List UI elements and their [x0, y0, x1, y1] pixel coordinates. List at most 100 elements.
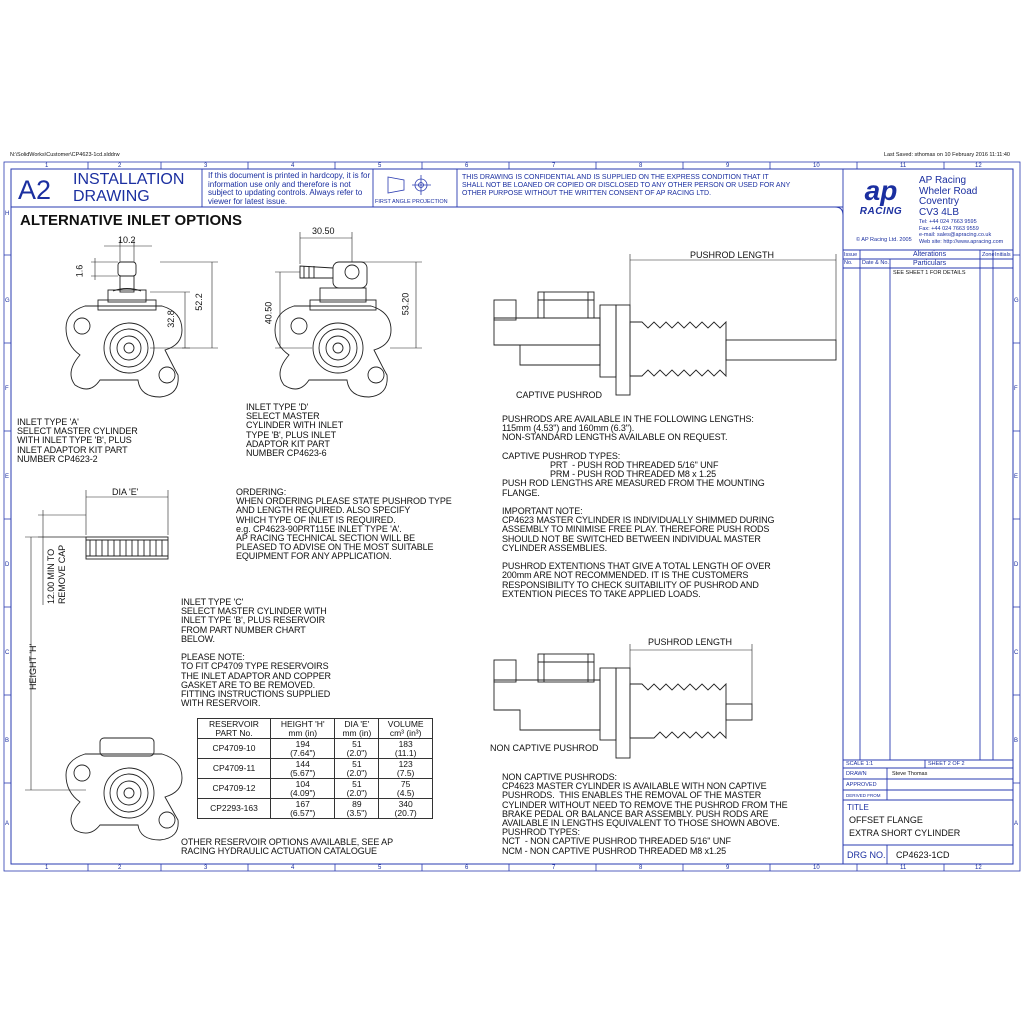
captive-cylinder [493, 291, 837, 396]
table-cell: 75 (4.5) [378, 778, 433, 799]
copyright: © AP Racing Ltd. 2005 [856, 237, 912, 243]
rev-initials: Initials [995, 252, 1011, 258]
grid-label: 9 [726, 163, 730, 169]
title-line2: DRAWING [73, 188, 150, 205]
table-cell: 123 (7.5) [378, 758, 433, 779]
table-cell: 51 (2.0") [334, 758, 380, 779]
company-address: AP Racing Wheler Road Coventry CV3 4LB [919, 175, 978, 218]
grid-label: 9 [726, 865, 730, 871]
grid-label: G [5, 298, 10, 304]
inlet-d-note: INLET TYPE 'D' SELECT MASTER CYLINDER WI… [246, 402, 344, 459]
grid-label: 8 [639, 865, 643, 871]
reservoir-cap [85, 536, 169, 560]
pushrod-length-noncaptive: PUSHROD LENGTH [648, 637, 733, 647]
grid-label: C [1014, 650, 1019, 656]
scale: SCALE 1:1 [846, 761, 874, 767]
drg-label: DRG NO. [847, 850, 886, 860]
table-row: CP4709-10 194 (7.64") 51 (2.0") 183 (11.… [197, 738, 433, 759]
sheet-no: SHEET 2 OF 2 [928, 761, 965, 767]
grid-label: 11 [900, 865, 907, 871]
pushrod-length-captive: PUSHROD LENGTH [690, 250, 775, 260]
rev-title: Alterations [913, 251, 947, 258]
drg-number: CP4623-1CD [896, 850, 950, 860]
inlet-c-note: INLET TYPE 'C' SELECT MASTER CYLINDER WI… [181, 597, 331, 709]
grid-label: B [1014, 738, 1019, 744]
pushrod-notes: PUSHRODS ARE AVAILABLE IN THE FOLLOWING … [502, 414, 775, 599]
grid-label: 4 [291, 163, 295, 169]
inlet-d-view [274, 261, 392, 398]
grid-label: F [1014, 386, 1018, 392]
grid-label: 1 [45, 163, 49, 169]
dim-a-width: 10.2 [118, 235, 136, 245]
approved-label: APPROVED [846, 782, 877, 788]
grid-label: D [5, 562, 10, 568]
captive-pushrod-label: CAPTIVE PUSHROD [516, 390, 603, 400]
dim-a-h2: 32.8 [165, 310, 176, 328]
dim-d-h2: 53.20 [400, 292, 411, 316]
grid-label: E [5, 474, 10, 480]
grid-label: 5 [378, 865, 382, 871]
rev-first-entry: SEE SHEET 1 FOR DETAILS [893, 270, 966, 276]
dim-min-remove: 12.00 MIN TO REMOVE CAP [46, 544, 67, 604]
table-header: RESERVOIR PART No. [197, 718, 271, 739]
grid-label: 4 [291, 865, 295, 871]
dim-dia-e: DIA 'E' [112, 487, 139, 497]
table-cell: 51 (2.0") [334, 738, 380, 759]
grid-label: 7 [552, 865, 556, 871]
grid-label: 3 [204, 865, 208, 871]
table-header: VOLUME cm³ (in³) [378, 718, 433, 739]
inlet-c-view [65, 737, 183, 841]
grid-label: 11 [900, 163, 907, 169]
dim-a-h1: 1.6 [74, 264, 85, 278]
grid-label: F [5, 386, 9, 392]
table-cell: 144 (5.67") [269, 758, 336, 779]
grid-label: 10 [813, 163, 820, 169]
table-cell: 104 (4.09") [269, 778, 336, 799]
company-contacts: Tel: +44 024 7663 9595 Fax: +44 024 7663… [919, 219, 1004, 245]
grid-label: A [1014, 821, 1019, 827]
table-cell: 340 (20.7) [378, 798, 433, 819]
table-row: CP2293-163 167 (6.57") 89 (3.5") 340 (20… [197, 798, 433, 819]
table-header: HEIGHT 'H' mm (in) [269, 718, 336, 739]
sheet-size: A2 [18, 175, 52, 205]
grid-label: E [1014, 474, 1019, 480]
drawn-value: Steve Thomas [892, 771, 928, 777]
table-cell: CP4709-11 [197, 758, 271, 779]
other-reservoir-note: OTHER RESERVOIR OPTIONS AVAILABLE, SEE A… [181, 837, 393, 857]
drawing-title-1: OFFSET FLANGE [849, 815, 923, 825]
grid-label: 8 [639, 163, 643, 169]
table-cell: CP4709-12 [197, 778, 271, 799]
noncaptive-pushrod-label: NON CAPTIVE PUSHROD [490, 743, 599, 753]
grid-label: 12 [975, 865, 982, 871]
confidential-notice: THIS DRAWING IS CONFIDENTIAL AND IS SUPP… [462, 174, 791, 197]
grid-label: G [1014, 298, 1019, 304]
table-row: CP4709-12 104 (4.09") 51 (2.0") 75 (4.5) [197, 778, 433, 799]
noncaptive-notes: NON CAPTIVE PUSHRODS: CP4623 MASTER CYLI… [502, 772, 788, 856]
rev-particulars: Particulars [913, 260, 947, 267]
grid-label: 2 [118, 163, 122, 169]
dim-d-h1: 40.50 [263, 301, 274, 325]
table-header: DIA 'E' mm (in) [334, 718, 380, 739]
hardcopy-notice: If this document is printed in hardcopy,… [208, 172, 371, 206]
grid-label: 3 [204, 163, 208, 169]
table-cell: 167 (6.57") [269, 798, 336, 819]
inlet-a-note: INLET TYPE 'A' SELECT MASTER CYLINDER WI… [17, 417, 138, 464]
title-line1: INSTALLATION [73, 171, 185, 188]
grid-label: 10 [813, 865, 820, 871]
rev-no: No. [844, 260, 853, 266]
ordering-note: ORDERING: WHEN ORDERING PLEASE STATE PUS… [236, 487, 452, 562]
reservoir-table: RESERVOIR PART No. HEIGHT 'H' mm (in) DI… [197, 718, 433, 819]
projection-label: FIRST ANGLE PROJECTION [375, 199, 448, 205]
file-path: N:\SolidWorks\Customer\CP4623-1cd.slddrw [10, 152, 120, 158]
dim-height-h: HEIGHT 'H' [28, 643, 38, 690]
grid-label: 1 [45, 865, 49, 871]
drawn-label: DRAWN [846, 771, 867, 777]
noncaptive-cylinder [493, 653, 753, 759]
rev-date: Date & No. [862, 260, 889, 266]
page-title: ALTERNATIVE INLET OPTIONS [20, 212, 242, 229]
dim-d-width: 30.50 [312, 226, 335, 236]
grid-label: 12 [975, 163, 982, 169]
rev-zone: Zone [982, 252, 995, 258]
grid-label: B [5, 738, 10, 744]
